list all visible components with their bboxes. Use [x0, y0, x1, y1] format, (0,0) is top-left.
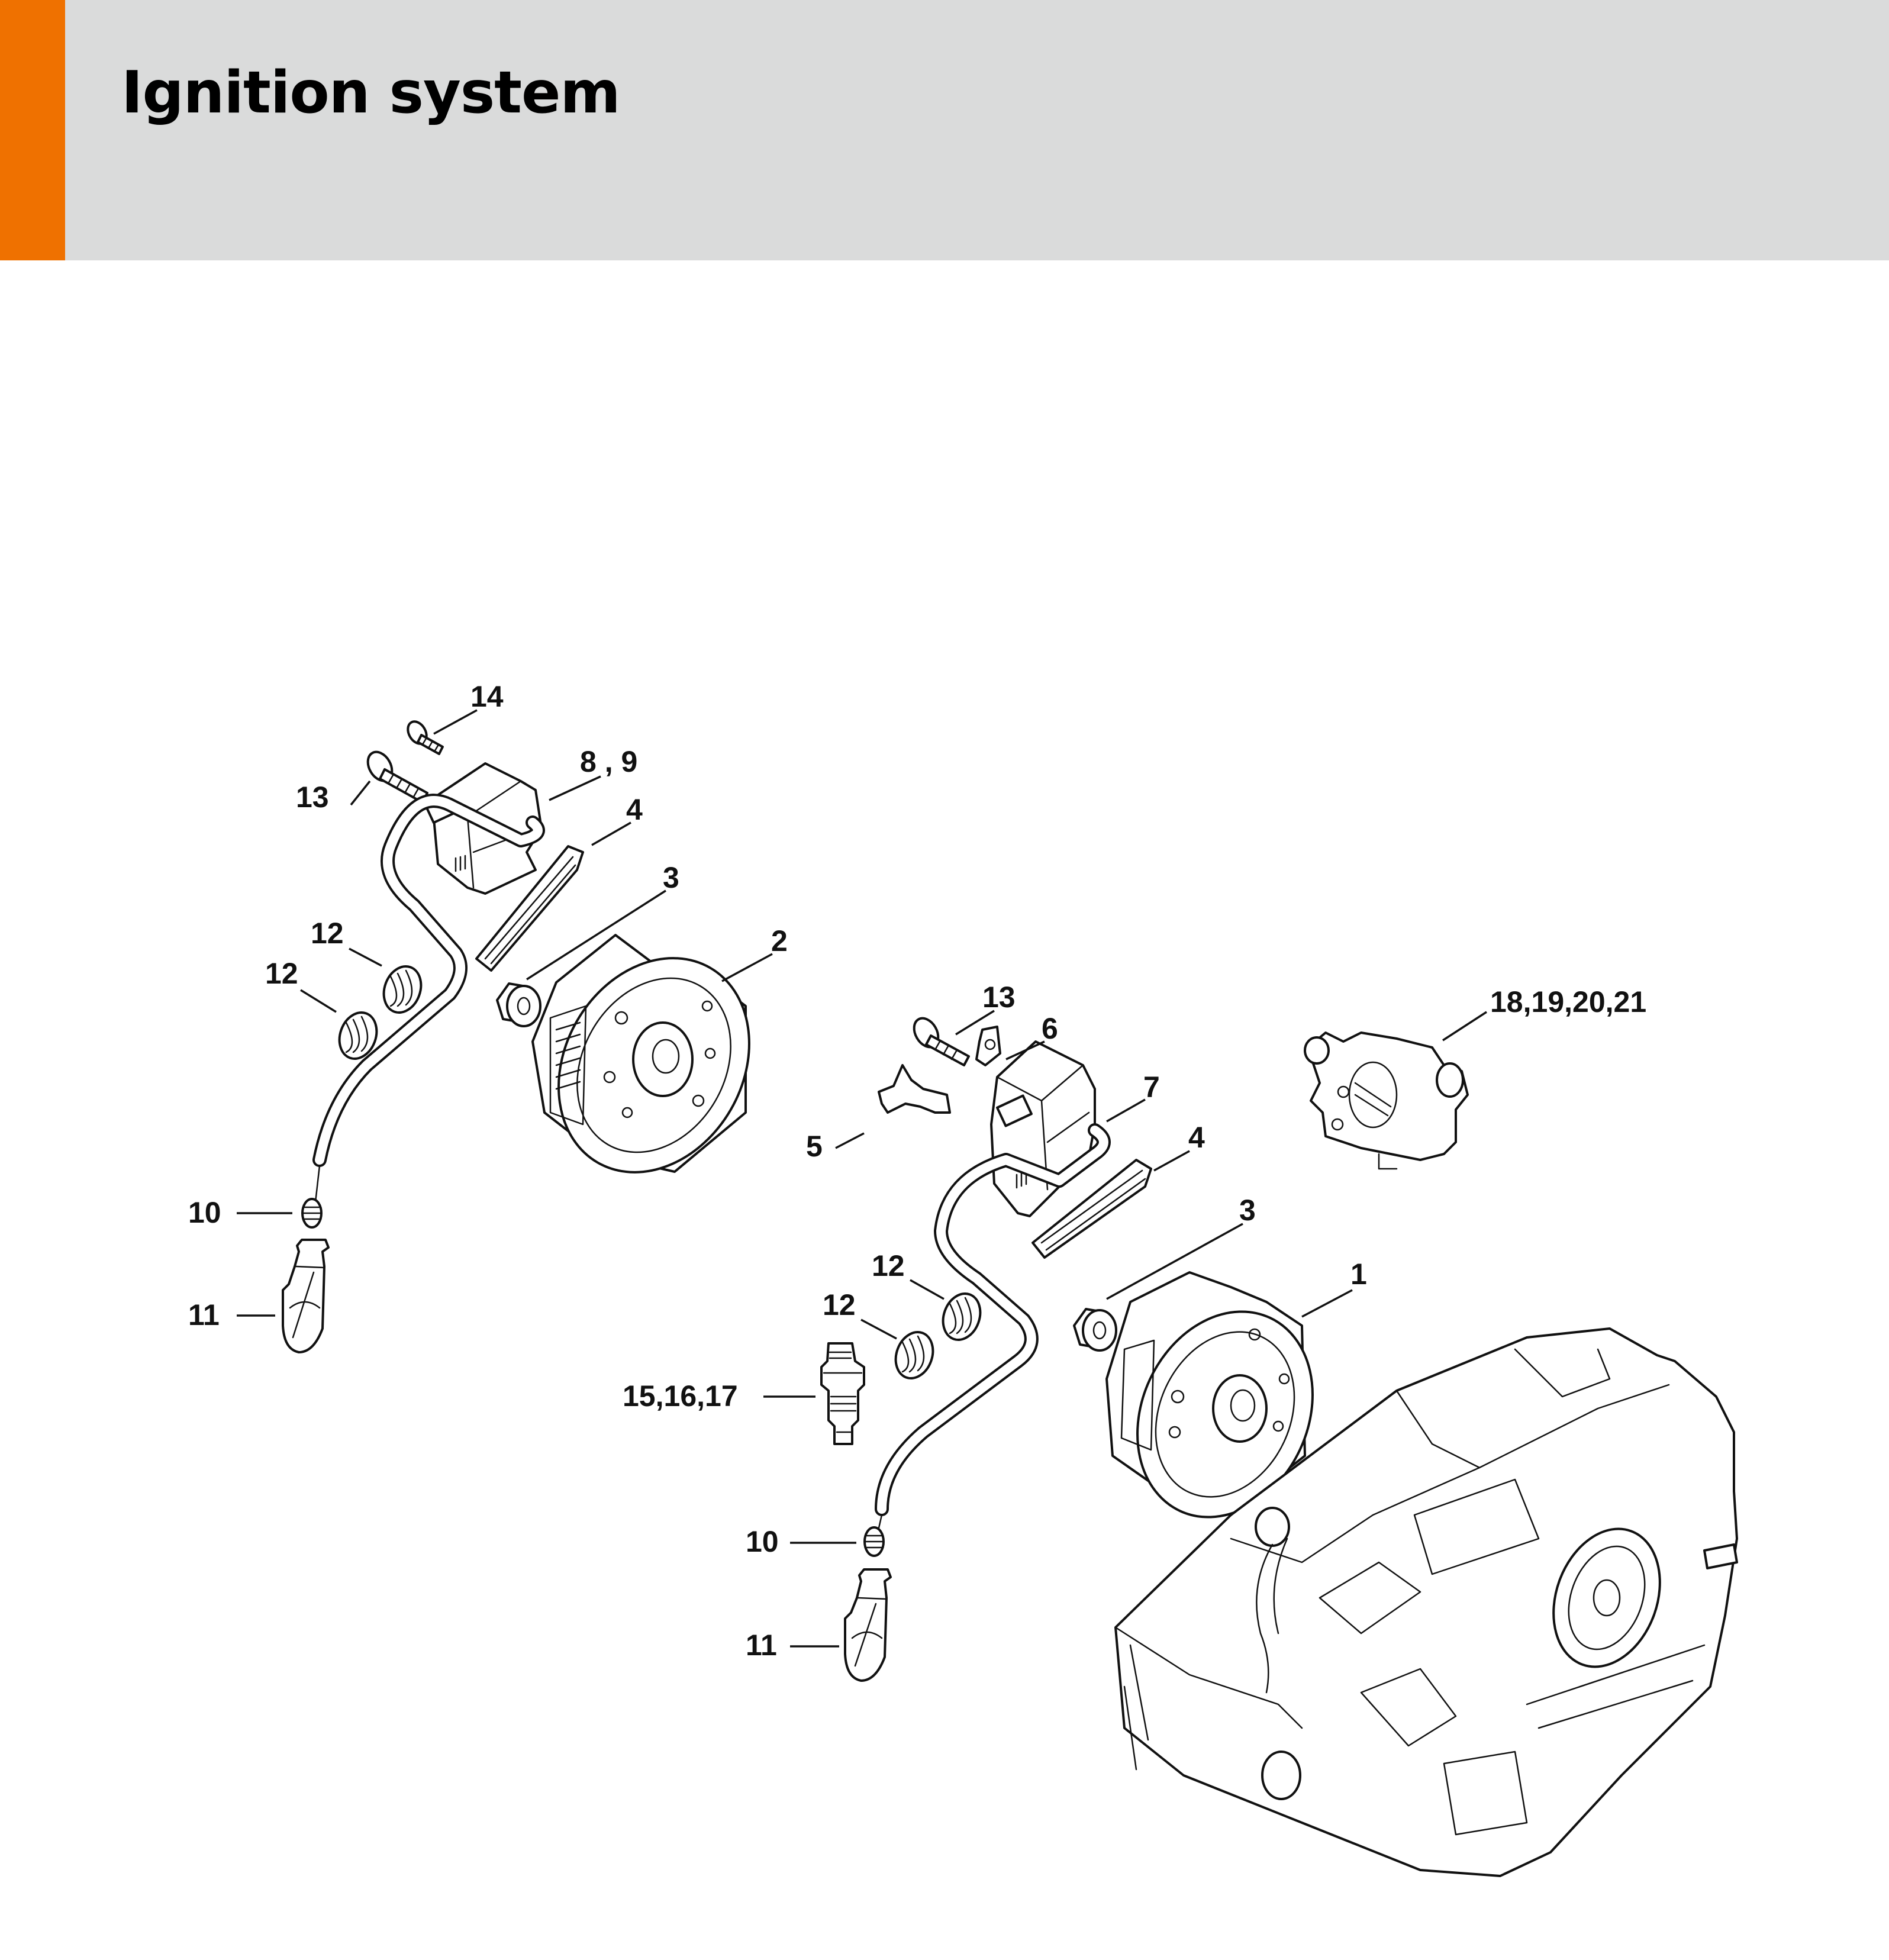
callout-12-left-lower[interactable]: 12: [265, 957, 298, 990]
part-screw-13-a[interactable]: [363, 747, 428, 804]
part-spring-10-a[interactable]: [301, 1165, 323, 1229]
part-spark-plug-boot-11-b[interactable]: [844, 1568, 892, 1682]
callout-2[interactable]: 2: [771, 924, 788, 958]
callout-10-left[interactable]: 10: [188, 1196, 221, 1229]
part-buffer-12-b[interactable]: [333, 1007, 383, 1064]
part-buffer-12-c[interactable]: [937, 1288, 987, 1345]
callout-3-center[interactable]: 3: [1239, 1194, 1256, 1227]
callout-6[interactable]: 6: [1042, 1012, 1058, 1045]
callout-11-left[interactable]: 11: [188, 1298, 220, 1332]
part-ignition-lead-b: [875, 1123, 1111, 1516]
engine-housing: [1114, 1327, 1738, 1877]
callout-13-left[interactable]: 13: [296, 781, 329, 814]
part-screw-13-b[interactable]: [909, 1014, 970, 1066]
callout-8-9[interactable]: 8 , 9: [580, 745, 638, 778]
callout-18-19-20-21[interactable]: 18,19,20,21: [1490, 985, 1647, 1018]
callout-7[interactable]: 7: [1143, 1071, 1160, 1104]
leader-lines: [237, 709, 1487, 1648]
part-switch-5[interactable]: [878, 1064, 951, 1114]
callout-5[interactable]: 5: [806, 1130, 823, 1163]
callout-11-center[interactable]: 11: [746, 1629, 777, 1662]
part-plate-6[interactable]: [975, 1026, 1001, 1066]
callout-1[interactable]: 1: [1350, 1258, 1367, 1291]
part-spark-plug-15-16-17[interactable]: [820, 1342, 865, 1445]
callout-14[interactable]: 14: [470, 680, 504, 713]
callout-10-center[interactable]: 10: [746, 1525, 779, 1558]
part-ignition-module-7[interactable]: [990, 1040, 1096, 1217]
part-nut-3-b[interactable]: [1073, 1308, 1117, 1352]
part-screw-14[interactable]: [404, 718, 444, 755]
page-header: Ignition system: [0, 0, 1889, 260]
callout-13-center[interactable]: 13: [982, 981, 1016, 1014]
part-ignition-lead-a: [312, 794, 545, 1167]
part-buffer-12-a[interactable]: [378, 961, 427, 1018]
callout-3-left[interactable]: 3: [663, 861, 679, 894]
callout-4-center[interactable]: 4: [1188, 1121, 1205, 1154]
part-carburetor-18-21[interactable]: [1304, 1031, 1469, 1170]
part-short-circuit-wire-4-a[interactable]: [475, 845, 584, 972]
callout-12-left-upper[interactable]: 12: [311, 917, 344, 950]
part-flywheel-1[interactable]: [1105, 1271, 1345, 1546]
part-flywheel-2[interactable]: [521, 923, 787, 1207]
accent-bar: [0, 0, 65, 260]
callout-15-16-17[interactable]: 15,16,17: [623, 1379, 738, 1413]
callout-12-center-upper[interactable]: 12: [872, 1249, 905, 1282]
part-nut-3-a[interactable]: [496, 982, 541, 1027]
callout-4-left[interactable]: 4: [626, 793, 643, 826]
part-spring-10-b[interactable]: [863, 1514, 885, 1557]
part-short-circuit-wire-4-b[interactable]: [1031, 1159, 1152, 1259]
part-buffer-12-d[interactable]: [889, 1327, 939, 1384]
page-title: Ignition system: [121, 59, 621, 127]
part-spark-plug-boot-11-a[interactable]: [282, 1239, 330, 1353]
callout-12-center-lower[interactable]: 12: [823, 1288, 856, 1321]
